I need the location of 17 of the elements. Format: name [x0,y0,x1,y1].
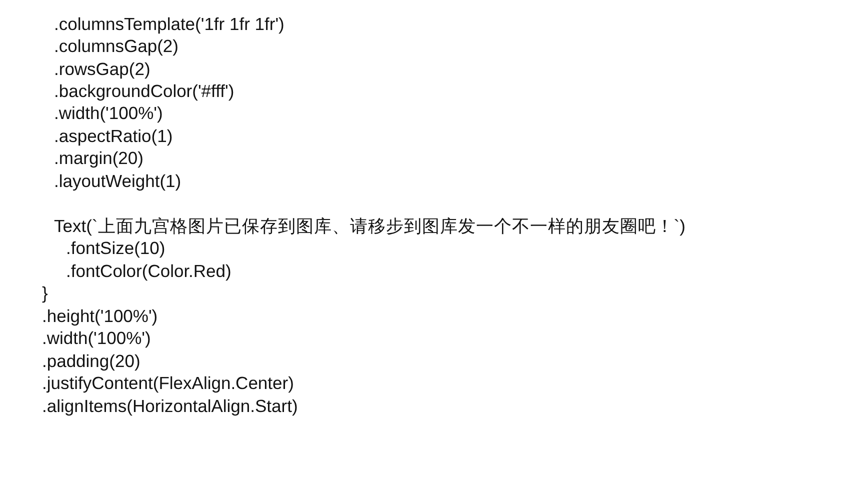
code-line: .fontSize(10) [66,237,166,259]
code-line: .alignItems(HorizontalAlign.Start) [42,395,298,417]
code-line: .columnsGap(2) [54,35,178,57]
code-line: .width('100%') [42,327,151,349]
code-line: .justifyContent(FlexAlign.Center) [42,372,294,394]
code-line: .margin(20) [54,147,144,169]
code-line: .fontColor(Color.Red) [66,260,232,282]
code-line: .aspectRatio(1) [54,125,173,147]
code-line: .width('100%') [54,102,163,124]
code-line: .columnsTemplate('1fr 1fr 1fr') [54,13,284,35]
code-line: Text(`上面九宫格图片已保存到图库、请移步到图库发一个不一样的朋友圈吧！`) [54,215,686,237]
code-line: } [42,282,48,304]
code-line: .height('100%') [42,305,158,327]
code-line: .padding(20) [42,350,140,372]
code-line: .layoutWeight(1) [54,170,182,192]
code-line: .rowsGap(2) [54,58,150,80]
code-line: .backgroundColor('#fff') [54,80,234,102]
